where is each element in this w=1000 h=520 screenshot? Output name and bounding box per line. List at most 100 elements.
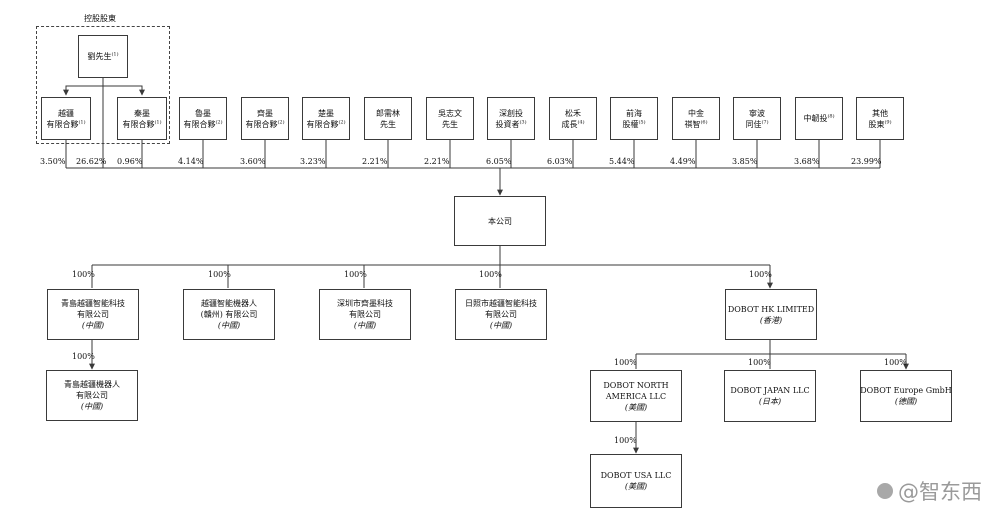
subsidiary-dobot-japan-region: (日本)	[758, 397, 782, 406]
percent-subsidiary-shenzhen-qimo: 100%	[344, 270, 367, 279]
shareholder-lumo-lp-note: (2)	[215, 118, 223, 125]
percent-dobot-europe: 100%	[884, 358, 907, 367]
shareholder-ningbo-line: 寧波	[749, 108, 765, 118]
shareholder-shenzhen-investor: 深創投投資者(3)	[487, 97, 535, 140]
watermark-text: @智东西	[898, 480, 982, 504]
shareholder-qimo-lp-line: 齊墨	[257, 108, 273, 118]
shareholder-zhongjin-note: (6)	[700, 118, 708, 125]
percent-dobot-na: 100%	[614, 358, 637, 367]
shareholder-qimo-lp-line: 有限合夥	[245, 119, 278, 129]
subsidiary-rizhao-line: 有限公司	[485, 310, 517, 319]
connector-shareholder-drops	[65, 140, 881, 168]
percent-qinmo-lp: 0.96%	[117, 157, 143, 166]
shareholder-qimo-lp: 齊墨有限合夥(2)	[241, 97, 289, 140]
subsidiary-dobot-na-line: AMERICA LLC	[605, 391, 667, 401]
subsidiary-dobot-usa: DOBOT USA LLC (美國)	[590, 454, 682, 508]
mr-liu-note: (1)	[111, 51, 119, 58]
subsidiary-qingdao-tech-region: (中國)	[81, 321, 105, 330]
subsidiary-dobot-hk: DOBOT HK LIMITED(香港)	[725, 289, 817, 340]
subsidiary-dobot-europe-line: DOBOT Europe GmbH	[860, 386, 952, 395]
shareholder-zhongjunhe: 中韌投(8)	[795, 97, 843, 140]
shareholder-songhe-note: (4)	[577, 118, 585, 125]
percent-dobot-japan: 100%	[748, 358, 771, 367]
shareholder-yuejiang-lp-note: (1)	[78, 118, 86, 125]
shareholder-qinmo-lp-note: (1)	[154, 118, 162, 125]
mr-liu-label: 劉先生	[87, 52, 112, 61]
shareholder-wu-zhiwen-line: 先生	[442, 119, 458, 129]
percent-qingdao-robot: 100%	[72, 352, 95, 361]
percent-yuejiang-lp: 3.50%	[40, 157, 66, 166]
shareholder-ningbo: 寧波同佳(7)	[733, 97, 781, 140]
percent-subsidiary-yuejiang-ganzhou: 100%	[208, 270, 231, 279]
shareholder-qianhai: 前海股權(5)	[610, 97, 658, 140]
percent-qianhai: 5.44%	[609, 157, 635, 166]
subsidiary-dobot-japan-line: DOBOT JAPAN LLC	[730, 386, 810, 395]
subsidiary-yuejiang-ganzhou-region: (中國)	[217, 321, 241, 330]
shareholder-yuejiang-lp-line: 有限合夥	[46, 119, 79, 129]
subsidiary-rizhao-line: 日照市越疆智能科技	[465, 299, 537, 308]
shareholder-ningbo-line: 同佳	[745, 119, 762, 129]
controlling-shareholders-title: 控股股東	[84, 14, 116, 23]
shareholder-others: 其他股東(9)	[856, 97, 904, 140]
shareholder-wu-zhiwen-line: 吳志文	[438, 108, 462, 118]
shareholder-qimo-lp-note: (2)	[277, 118, 285, 125]
connector-liu-to-qinmo	[103, 85, 145, 96]
shareholder-wu-zhiwen: 吳志文先生	[426, 97, 474, 140]
shareholder-ningbo-note: (7)	[761, 118, 769, 125]
shareholder-lang-leilin: 郎需林先生	[364, 97, 412, 140]
percent-subsidiary-rizhao: 100%	[479, 270, 502, 279]
subsidiary-yuejiang-ganzhou: 越疆智能機器人(贛州) 有限公司(中國)	[183, 289, 275, 340]
shareholder-songhe-line: 松禾	[565, 108, 581, 118]
shareholder-zhongjunhe-line: 中韌投	[803, 114, 828, 123]
company-label: 本公司	[488, 216, 512, 226]
subsidiary-dobot-hk-line: DOBOT HK LIMITED	[727, 304, 815, 314]
shareholder-lumo-lp-line: 魯墨	[195, 108, 211, 118]
subsidiary-yuejiang-ganzhou-line: (贛州) 有限公司	[200, 310, 258, 319]
subsidiary-qingdao-tech-line: 有限公司	[77, 310, 109, 319]
subsidiary-qingdao-tech-line: 青島越疆智能科技	[61, 299, 125, 308]
percent-qimo-lp: 3.60%	[240, 157, 266, 166]
percent-subsidiary-qingdao-tech: 100%	[72, 270, 95, 279]
watermark: @智东西	[877, 476, 982, 506]
percent-subsidiary-dobot-hk: 100%	[749, 270, 772, 279]
subsidiary-qingdao-robot-region: (中國)	[80, 402, 104, 411]
shareholder-zhongjin-line: 祺智	[684, 119, 701, 129]
connector-subsidiary-drops	[91, 265, 770, 288]
speech-bubble-icon	[877, 483, 893, 499]
connector-liu-to-partnerships	[63, 78, 104, 96]
shareholder-songhe-line: 成長	[561, 119, 578, 129]
shareholder-lumo-lp-line: 有限合夥	[183, 119, 216, 129]
shareholder-others-note: (9)	[884, 118, 892, 125]
subsidiary-shenzhen-qimo-line: 有限公司	[349, 310, 381, 319]
subsidiary-dobot-na-line: DOBOT NORTH	[603, 380, 669, 390]
subsidiary-dobot-usa-line: DOBOT USA LLC	[600, 471, 672, 480]
percent-others: 23.99%	[851, 157, 882, 166]
shareholder-lang-leilin-line: 郎需林	[376, 108, 400, 118]
shareholder-zhongjin: 中金祺智(6)	[672, 97, 720, 140]
shareholder-others-line: 其他	[872, 108, 888, 118]
percent-wu-zhiwen: 2.21%	[424, 157, 450, 166]
shareholder-chumo-lp-note: (2)	[338, 118, 346, 125]
subsidiary-dobot-usa-region: (美國)	[624, 482, 648, 491]
percent-zhongjin: 4.49%	[670, 157, 696, 166]
company-box: 本公司	[454, 196, 546, 246]
percent-shenzhen-investor: 6.05%	[486, 157, 512, 166]
subsidiary-qingdao-robot-line: 有限公司	[76, 391, 108, 400]
connector-hk-bus	[636, 340, 906, 355]
shareholder-yuejiang-lp: 越疆有限合夥(1)	[41, 97, 91, 140]
shareholder-chumo-lp-line: 楚墨	[318, 108, 334, 118]
percent-ningbo: 3.85%	[732, 157, 758, 166]
shareholder-shenzhen-investor-note: (3)	[519, 118, 527, 125]
subsidiary-dobot-japan: DOBOT JAPAN LLC (日本)	[724, 370, 816, 422]
subsidiary-shenzhen-qimo-line: 深圳市齊墨科技	[337, 299, 393, 308]
subsidiary-shenzhen-qimo: 深圳市齊墨科技有限公司(中國)	[319, 289, 411, 340]
shareholder-qianhai-line: 股權	[622, 119, 639, 129]
percent-zhongjunhe: 3.68%	[794, 157, 820, 166]
percent-lumo-lp: 4.14%	[178, 157, 204, 166]
subsidiary-dobot-na-region: (美國)	[624, 402, 648, 412]
subsidiary-dobot-hk-region: (香港)	[759, 315, 783, 325]
subsidiary-dobot-europe: DOBOT Europe GmbH(德國)	[860, 370, 952, 422]
connector-hk-children-drops	[635, 354, 906, 369]
